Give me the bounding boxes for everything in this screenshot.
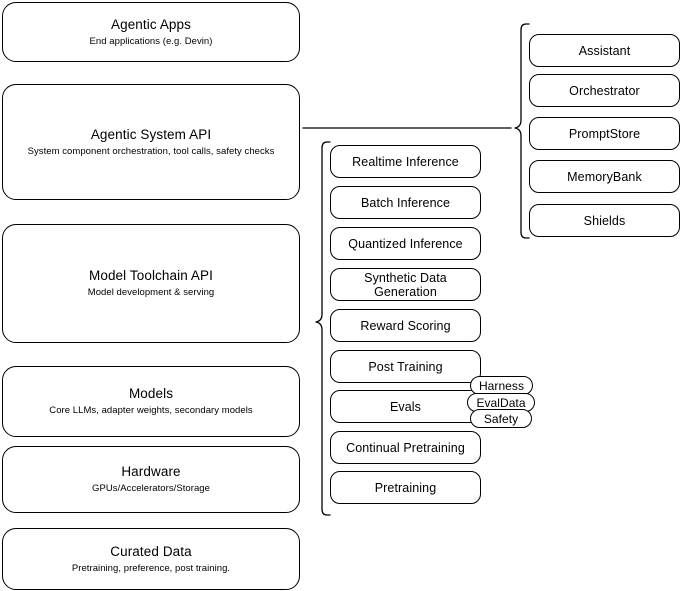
layer-agentic-system-api[interactable]: Agentic System API System component orch…: [2, 84, 300, 200]
layer-subtitle: Model development & serving: [87, 287, 215, 298]
component-promptstore[interactable]: PromptStore: [529, 117, 680, 150]
layer-agentic-apps[interactable]: Agentic Apps End applications (e.g. Devi…: [2, 2, 300, 62]
layer-title: Curated Data: [110, 543, 192, 559]
layer-subtitle: End applications (e.g. Devin): [89, 35, 213, 47]
component-shields[interactable]: Shields: [529, 204, 680, 237]
layer-hardware[interactable]: Hardware GPUs/Accelerators/Storage: [2, 446, 300, 513]
component-continual-pretraining[interactable]: Continual Pretraining: [330, 431, 481, 464]
layer-title: Model Toolchain API: [89, 268, 213, 283]
component-orchestrator[interactable]: Orchestrator: [529, 74, 680, 107]
layer-title: Agentic Apps: [110, 16, 191, 32]
tag-safety[interactable]: Safety: [470, 409, 532, 428]
layer-title: Hardware: [121, 464, 181, 479]
layer-subtitle: GPUs/Accelerators/Storage: [92, 483, 210, 494]
layer-subtitle: Core LLMs, adapter weights, secondary mo…: [49, 405, 253, 416]
layer-title: Agentic System API: [90, 126, 212, 142]
component-quantized-inference[interactable]: Quantized Inference: [330, 227, 481, 260]
layer-title: Models: [128, 386, 174, 401]
layer-models[interactable]: Models Core LLMs, adapter weights, secon…: [2, 366, 300, 437]
component-batch-inference[interactable]: Batch Inference: [330, 186, 481, 219]
component-realtime-inference[interactable]: Realtime Inference: [330, 145, 481, 178]
layer-subtitle: Pretraining, preference, post training.: [71, 562, 231, 574]
component-reward-scoring[interactable]: Reward Scoring: [330, 309, 481, 342]
component-pretraining[interactable]: Pretraining: [330, 471, 481, 504]
bracket-toolchain-components: [315, 141, 331, 516]
layer-subtitle: System component orchestration, tool cal…: [27, 145, 275, 157]
bracket-agentic-components: [514, 23, 530, 239]
component-memorybank[interactable]: MemoryBank: [529, 160, 680, 193]
component-evals[interactable]: Evals: [330, 390, 481, 423]
layer-model-toolchain-api[interactable]: Model Toolchain API Model development & …: [2, 224, 300, 343]
layer-curated-data[interactable]: Curated Data Pretraining, preference, po…: [2, 528, 300, 590]
component-post-training[interactable]: Post Training: [330, 350, 481, 383]
component-synthetic-data-generation[interactable]: Synthetic Data Generation: [330, 268, 481, 301]
component-assistant[interactable]: Assistant: [529, 34, 680, 67]
